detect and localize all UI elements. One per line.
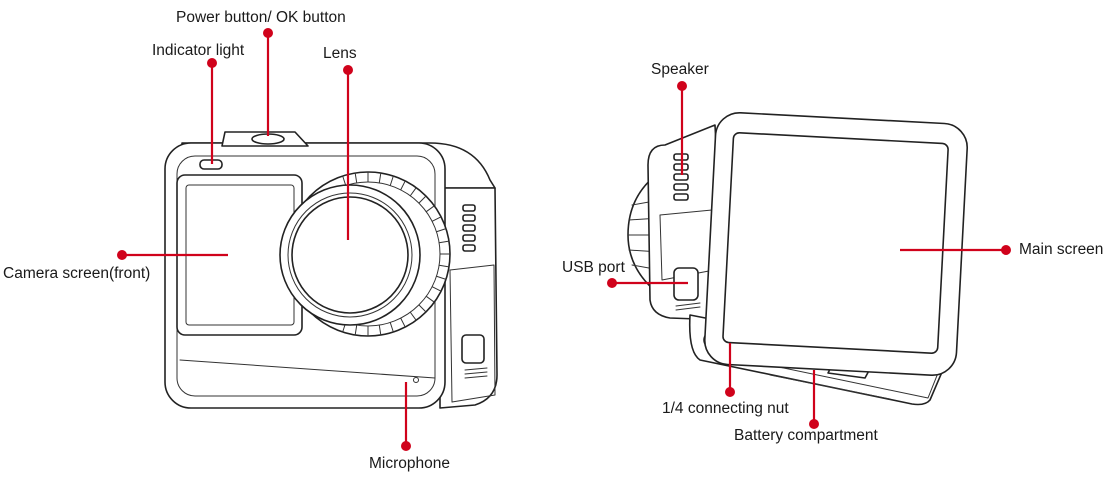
label-connecting-nut: 1/4 connecting nut — [662, 400, 789, 417]
label-speaker: Speaker — [651, 61, 709, 78]
front-camera-illustration — [164, 131, 498, 409]
label-indicator-light: Indicator light — [152, 42, 245, 59]
back-camera-illustration — [627, 112, 968, 406]
side-door — [449, 264, 496, 403]
label-microphone: Microphone — [369, 455, 450, 472]
label-camera-screen: Camera screen(front) — [3, 265, 151, 282]
lens-glass — [291, 196, 409, 314]
callout-leaders — [117, 28, 1011, 451]
speaker-grille — [673, 153, 689, 201]
lens-grip-ridges — [342, 171, 451, 337]
label-lens: Lens — [323, 45, 357, 62]
side-button[interactable] — [461, 334, 485, 364]
microphone-hole — [413, 377, 419, 383]
label-battery-compartment: Battery compartment — [734, 427, 878, 444]
label-main-screen: Main screen — [1019, 241, 1104, 258]
label-usb-port: USB port — [562, 259, 625, 276]
side-vents — [462, 204, 476, 252]
main-screen-display — [722, 131, 949, 354]
label-power-button: Power button/ OK button — [176, 9, 346, 26]
